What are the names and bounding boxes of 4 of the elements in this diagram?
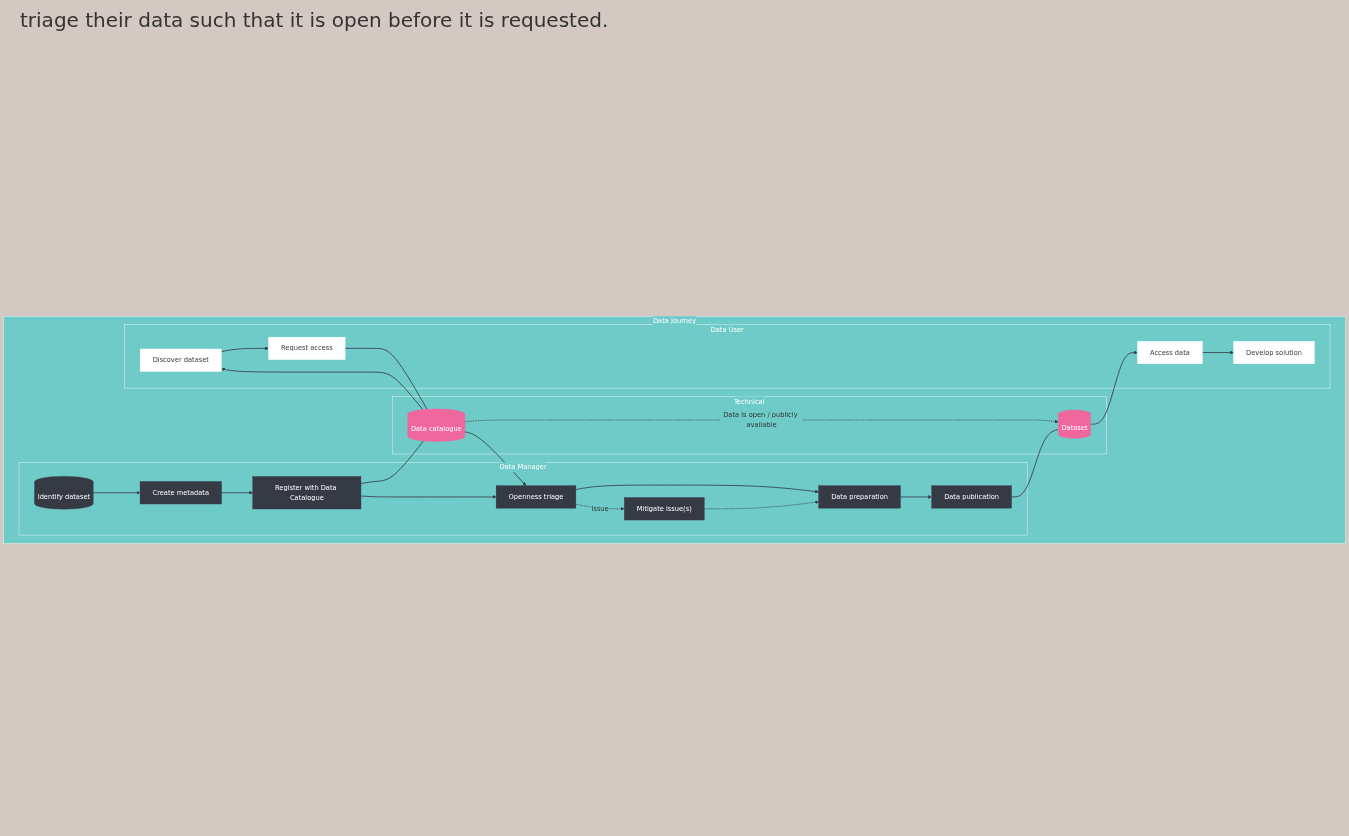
connector [1011,429,1059,498]
note-text: triage their data such that it is open before it is requested. [20,8,610,32]
connector [344,348,428,410]
connector [360,440,424,485]
